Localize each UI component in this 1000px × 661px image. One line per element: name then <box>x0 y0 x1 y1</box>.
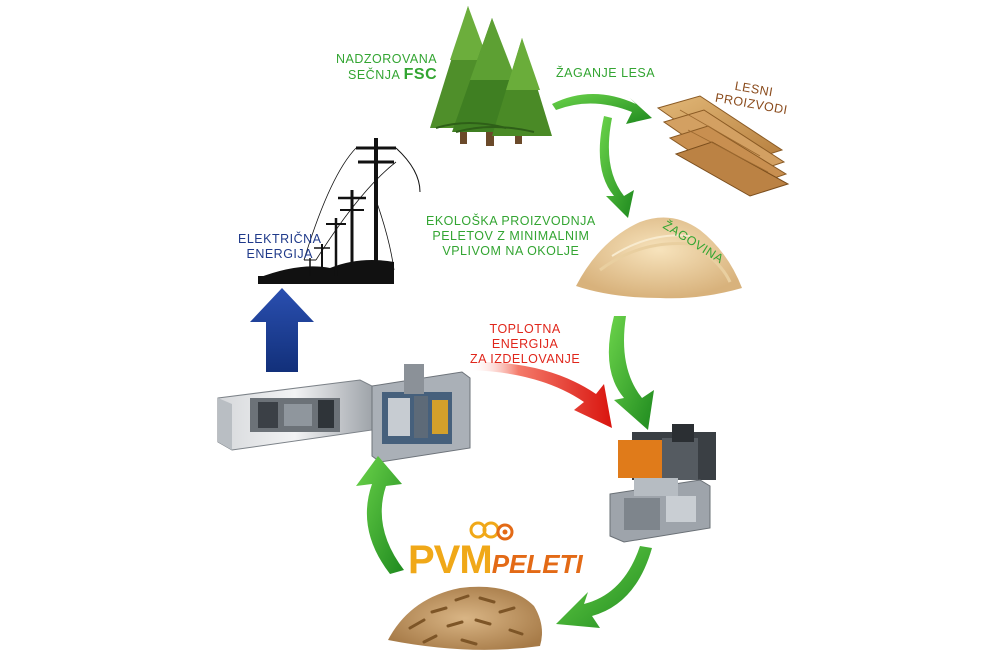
fsc-brand: FSC <box>403 66 438 83</box>
heat-line2: ENERGIJA <box>491 337 559 351</box>
fsc-label: NADZOROVANA SEČNJA FSC <box>336 52 437 83</box>
fsc-label-line1: NADZOROVANA <box>336 52 438 66</box>
eco-line3: VPLIVOM NA OKOLJE <box>442 244 580 258</box>
fsc-forest-icon <box>430 6 552 146</box>
electric-line2: ENERGIJA <box>246 247 313 261</box>
pvm-logo-mark-icon <box>469 521 514 541</box>
sawdust-pile-icon <box>576 217 742 299</box>
logo-peleti: PELETI <box>491 549 583 579</box>
flow-arrow-pellets-to-generator <box>356 456 404 574</box>
flow-arrow-sawdust-to-press <box>608 316 654 430</box>
pellet-press-machine-icon <box>609 424 716 543</box>
heat-line3: ZA IZDELOVANJE <box>470 352 581 366</box>
eco-production-label: EKOLOŠKA PROIZVODNJA PELETOV Z MINIMALNI… <box>426 214 596 259</box>
power-line-icon <box>258 138 421 284</box>
eco-line1: EKOLOŠKA PROIZVODNJA <box>426 214 596 228</box>
chp-generator-units-icon <box>217 364 471 463</box>
pvm-peleti-logo: PVMPELETI <box>408 538 583 583</box>
heat-energy-label: TOPLOTNA ENERGIJA ZA IZDELOVANJE <box>470 322 580 367</box>
fsc-label-line2: SEČNJA <box>348 68 400 82</box>
electric-energy-arrow <box>250 288 314 372</box>
flow-arrow-planks-to-sawdust <box>599 116 634 218</box>
heat-line1: TOPLOTNA <box>489 322 561 336</box>
heat-energy-arrow <box>468 361 612 428</box>
electric-line1: ELEKTRIČNA <box>238 232 322 246</box>
electric-energy-label: ELEKTRIČNA ENERGIJA <box>238 232 322 262</box>
flow-arrow-press-to-pellets <box>556 546 652 628</box>
wood-planks-icon <box>656 95 790 197</box>
wood-pellets-pile-icon <box>388 586 542 650</box>
flow-arrow-trees-to-planks <box>552 94 652 124</box>
eco-line2: PELETOV Z MINIMALNIM <box>432 229 590 243</box>
logo-pvm: PVM <box>408 538 493 582</box>
sawing-label: ŽAGANJE LESA <box>556 66 656 80</box>
